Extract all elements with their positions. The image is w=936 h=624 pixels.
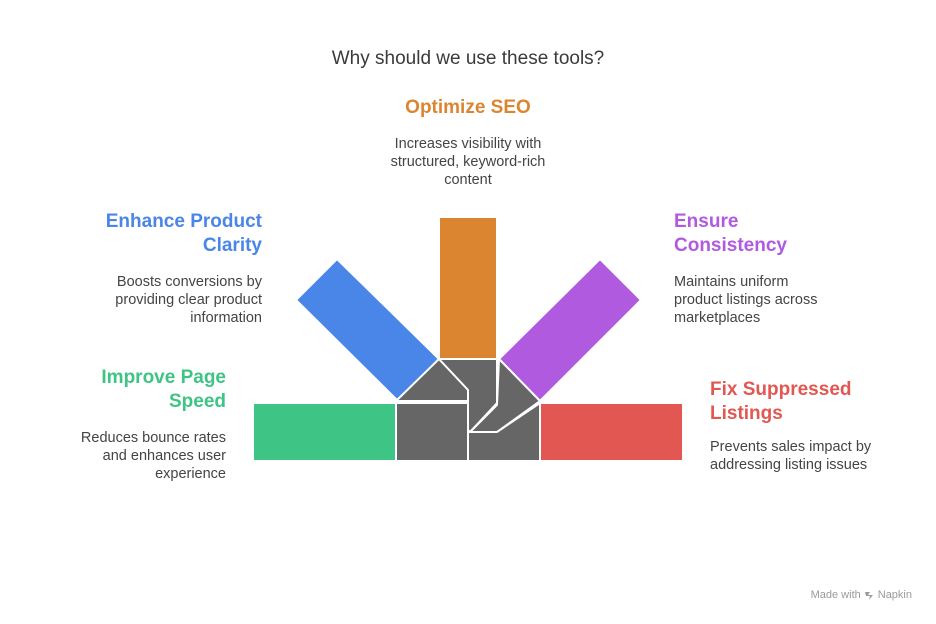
napkin-logo-icon [864,591,873,600]
napkin-credit[interactable]: Made with Napkin [811,589,912,601]
clarity-heading-line-2: Clarity [202,235,262,256]
clarity-heading-line-1: Enhance Product [105,211,262,232]
hub-piece-listings [467,401,541,462]
consistency-desc-line-2: product listings across [674,292,818,308]
consistency-heading-line-1: Ensure [674,211,739,232]
consistency-desc-line-1: Maintains uniform [674,274,789,290]
speed-heading-line-2: Speed [168,391,226,412]
consistency-desc-line-3: marketplaces [674,310,761,326]
speed-heading-line-1: Improve Page [101,367,226,388]
hub-piece-speed [395,402,469,462]
clarity-desc-line-3: information [190,310,262,326]
speed-desc-line-3: experience [155,466,226,482]
seo-heading-line: Optimize SEO [405,97,531,118]
listings-bar [539,402,684,462]
listings-heading-line-2: Listings [710,403,783,424]
seo-desc-line-2: structured, keyword-rich [390,154,546,170]
listings-heading-line-1: Fix Suppressed [710,379,852,400]
clarity-desc-line-1: Boosts conversions by [116,274,262,290]
seo-bar [438,216,498,360]
clarity-heading: Enhance Product Clarity [62,210,262,258]
speed-heading: Improve Page Speed [46,366,226,414]
credit-prefix: Made with [810,589,861,601]
clarity-description: Boosts conversions by providing clear pr… [62,273,262,327]
seo-description: Increases visibility with structured, ke… [318,135,618,189]
speed-bar [252,402,397,462]
listings-description: Prevents sales impact by addressing list… [710,438,920,474]
listings-desc-line-1: Prevents sales impact by [710,439,872,455]
clarity-desc-line-2: providing clear product [115,292,262,308]
consistency-heading: Ensure Consistency [674,210,894,258]
listings-heading: Fix Suppressed Listings [710,378,910,426]
listings-desc-line-2: addressing listing issues [710,457,868,473]
credit-brand: Napkin [877,589,912,601]
consistency-heading-line-2: Consistency [674,235,787,256]
seo-desc-line-3: content [444,172,492,188]
speed-desc-line-1: Reduces bounce rates [80,430,226,446]
diagram-title: Why should we use these tools? [331,48,605,69]
seo-desc-line-1: Increases visibility with [394,136,542,152]
consistency-description: Maintains uniform product listings acros… [674,273,894,327]
speed-description: Reduces bounce rates and enhances user e… [26,429,226,483]
speed-desc-line-2: and enhances user [102,448,226,464]
seo-heading: Optimize SEO [318,96,618,120]
